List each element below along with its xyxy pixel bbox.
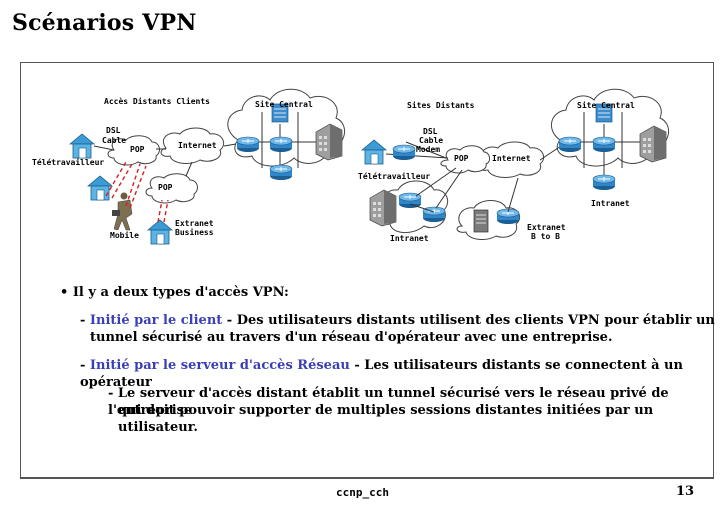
building-icon (639, 125, 667, 163)
label-site-central-right: Site Central (577, 100, 635, 110)
label-cable-right: Cable (419, 136, 443, 145)
label-dsl-right: DSL (423, 127, 438, 136)
vpn-diagram: Accès Distants Clients Site Central DSL … (32, 88, 669, 245)
mobile-user-icon (112, 192, 133, 231)
label-dsl-left: DSL (106, 126, 121, 135)
label-extranet-right: Extranet (527, 223, 566, 232)
item1-text-line2: tunnel sécurisé au travers d'un réseau d… (90, 330, 613, 345)
label-pop-right: POP (454, 154, 469, 163)
router-icon (592, 136, 616, 153)
router-icon (236, 136, 260, 153)
label-intranet-bottom: Intranet (390, 234, 429, 243)
server-icon (473, 209, 489, 233)
router-icon (558, 136, 582, 153)
label-business-left: Business (175, 227, 214, 237)
item2-label: Initié par le serveur d'accès Réseau (89, 358, 350, 373)
label-cable-left: Cable (102, 136, 126, 145)
label-acces-distants-clients: Accès Distants Clients (104, 96, 210, 106)
label-mobile: Mobile (110, 230, 139, 240)
label-sites-distants: Sites Distants (407, 100, 475, 110)
label-pop-left-top: POP (130, 145, 145, 154)
cloud-icon (440, 145, 491, 174)
label-b-to-b: B to B (531, 232, 560, 241)
building-icon (315, 123, 343, 161)
item1-label: Initié par le client (89, 313, 223, 328)
bullet-vpn-types: • Il y a deux types d'accès VPN: (60, 285, 289, 300)
building-icon (369, 189, 397, 227)
sub-item-line1: - Le serveur d'accès distant établit un … (108, 386, 669, 418)
label-modem-right: Modem (416, 145, 440, 154)
router-icon (269, 136, 293, 153)
item1-dash: - (80, 313, 90, 328)
label-site-central-left: Site Central (255, 99, 313, 109)
item2-text: - Les utilisateurs distants se connecten… (80, 358, 683, 390)
label-extranet-left: Extranet (175, 219, 214, 228)
label-teletravailleur-left: Télétravailleur (32, 157, 104, 167)
cloud-icon (478, 141, 545, 178)
slide-title: Scénarios VPN (12, 10, 197, 36)
label-teletravailleur-right: Télétravailleur (358, 171, 430, 181)
item-nas-initiated: - Initié par le serveur d'accès Réseau -… (80, 357, 728, 391)
slide-frame (20, 62, 714, 479)
house-icon (69, 133, 95, 159)
house-icon (147, 219, 173, 245)
router-icon (592, 174, 616, 191)
label-pop-left-bottom: POP (158, 183, 173, 192)
cloud-icon (107, 135, 160, 166)
item1-text: - Des utilisateurs distants utilisent de… (222, 313, 715, 328)
item2-dash: - (80, 358, 90, 373)
footer-label: ccnp_cch (336, 486, 389, 499)
house-icon (87, 175, 113, 201)
cloud-icon (160, 127, 225, 164)
house-icon (361, 139, 387, 165)
footer-divider (20, 477, 714, 478)
router-icon (269, 164, 293, 181)
item-client-initiated: - Initié par le client - Des utilisateur… (80, 312, 715, 329)
page-number: 13 (676, 484, 695, 499)
router-icon (392, 144, 416, 161)
label-internet-right: Internet (492, 154, 531, 163)
label-intranet-right: Intranet (591, 199, 630, 208)
sub-item-line2: qui doit pouvoir supporter de multiples … (118, 403, 654, 435)
cloud-icon (145, 173, 198, 204)
label-internet-left: Internet (178, 141, 217, 150)
